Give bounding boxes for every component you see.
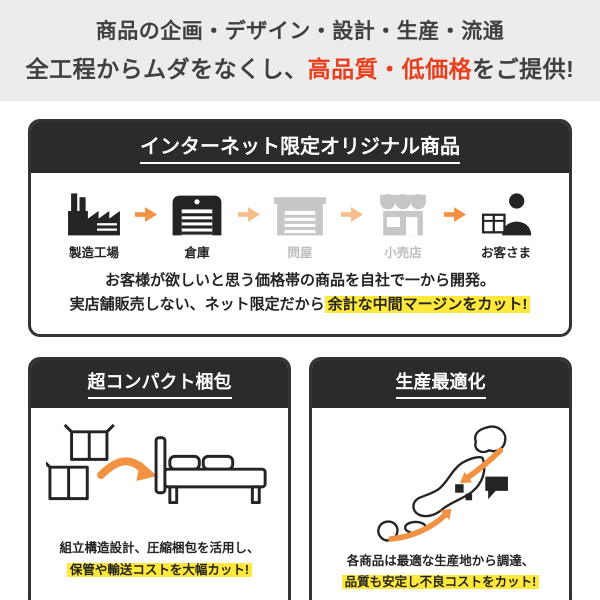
internet-exclusive-desc-highlight: 余計な中間マージンをカット! xyxy=(324,296,531,313)
cardboard-boxes-icon xyxy=(45,423,115,501)
internet-exclusive-card-title-text: インターネット限定オリジナル商品 xyxy=(140,130,460,164)
compact-packing-graphic xyxy=(31,408,288,532)
production-optimization-desc-highlight: 品質も安定し不良コストをカット! xyxy=(341,575,540,590)
banner-line2-prefix: 全工程からムダをなくし、 xyxy=(25,56,308,82)
customer-icon xyxy=(481,193,532,236)
bed-icon xyxy=(154,436,267,505)
internet-exclusive-desc-line2: 実店舗販売しない、ネット限定だから余計な中間マージンをカット! xyxy=(37,293,563,317)
flow-step-warehouse: 倉庫 xyxy=(158,191,237,261)
flow-label-retail-store: 小売店 xyxy=(384,246,422,260)
banner-line1: 商品の企画・デザイン・設計・生産・流通 xyxy=(95,20,505,43)
warehouse-icon xyxy=(172,195,222,236)
internet-exclusive-card: インターネット限定オリジナル商品 製造工場 xyxy=(28,119,572,337)
compact-packing-desc-highlight: 保管や輸送コストを大幅カット! xyxy=(66,562,253,577)
compact-packing-card-title-text: 超コンパクト梱包 xyxy=(87,368,232,399)
flow-arrow-icon xyxy=(340,207,363,222)
compact-packing-description: 組立構造設計、圧縮梱包を活用し、 保管や輸送コストを大幅カット! xyxy=(31,532,288,596)
production-optimization-description: 各商品は最適な生産地から調達、 品質も安定し不良コストをカット! xyxy=(312,545,569,600)
compact-packing-card: 超コンパクト梱包 xyxy=(28,357,291,600)
production-optimization-card-title-text: 生産最適化 xyxy=(395,368,486,399)
banner-line2-accent: 高品質・低価格 xyxy=(307,56,473,82)
production-optimization-desc-line2: 品質も安定し不良コストをカット! xyxy=(315,572,566,594)
internet-exclusive-desc-line2-prefix: 実店舗販売しない、ネット限定だから xyxy=(69,296,325,313)
internet-exclusive-desc-line1: お客様が欲しいと思う価格帯の商品を自社で一から開発。 xyxy=(104,272,495,289)
boxes-to-bed-illustration xyxy=(45,423,267,505)
curved-arrow-icon xyxy=(387,447,503,542)
bottom-cards-row: 超コンパクト梱包 xyxy=(28,357,572,600)
flow-label-customer: お客さま xyxy=(480,246,531,260)
compact-packing-card-title: 超コンパクト梱包 xyxy=(31,360,288,408)
flow-step-retail-store: 小売店 xyxy=(364,191,443,261)
banner-line2-suffix: をご提供! xyxy=(472,56,575,82)
internet-exclusive-description: お客様が欲しいと思う価格帯の商品を自社で一から開発。 実店舗販売しない、ネット限… xyxy=(31,261,569,334)
production-optimization-graphic xyxy=(312,408,569,545)
flow-step-wholesaler: 問屋 xyxy=(261,191,340,261)
flow-label-wholesaler: 問屋 xyxy=(287,246,313,260)
distribution-flow: 製造工場 倉庫 xyxy=(31,173,569,261)
speech-bubble-icon xyxy=(484,476,508,500)
flow-label-factory: 製造工場 xyxy=(68,246,119,260)
top-banner: 商品の企画・デザイン・設計・生産・流通 全工程からムダをなくし、高品質・低価格を… xyxy=(0,0,600,101)
location-marker-icon xyxy=(454,484,472,501)
factory-icon xyxy=(68,193,120,236)
flow-label-warehouse: 倉庫 xyxy=(184,246,210,260)
internet-exclusive-card-title: インターネット限定オリジナル商品 xyxy=(31,122,569,173)
japan-map-illustration xyxy=(376,425,508,542)
production-optimization-card-title: 生産最適化 xyxy=(312,360,569,408)
retail-store-icon xyxy=(380,194,426,236)
flow-step-customer: お客さま xyxy=(467,191,546,261)
compact-packing-desc-line2: 保管や輸送コストを大幅カット! xyxy=(34,560,285,582)
production-optimization-desc-line1: 各商品は最適な生産地から調達、 xyxy=(346,553,535,568)
flow-step-factory: 製造工場 xyxy=(55,191,134,261)
flow-arrow-icon xyxy=(443,207,466,222)
flow-arrow-icon xyxy=(134,207,157,222)
wholesaler-icon xyxy=(274,197,326,236)
banner-line2: 全工程からムダをなくし、高品質・低価格をご提供! xyxy=(0,50,600,84)
flow-arrow-icon xyxy=(237,207,260,222)
production-optimization-card: 生産最適化 xyxy=(309,357,572,600)
curved-arrow-icon xyxy=(96,457,157,481)
compact-packing-desc-line1: 組立構造設計、圧縮梱包を活用し、 xyxy=(59,541,260,556)
